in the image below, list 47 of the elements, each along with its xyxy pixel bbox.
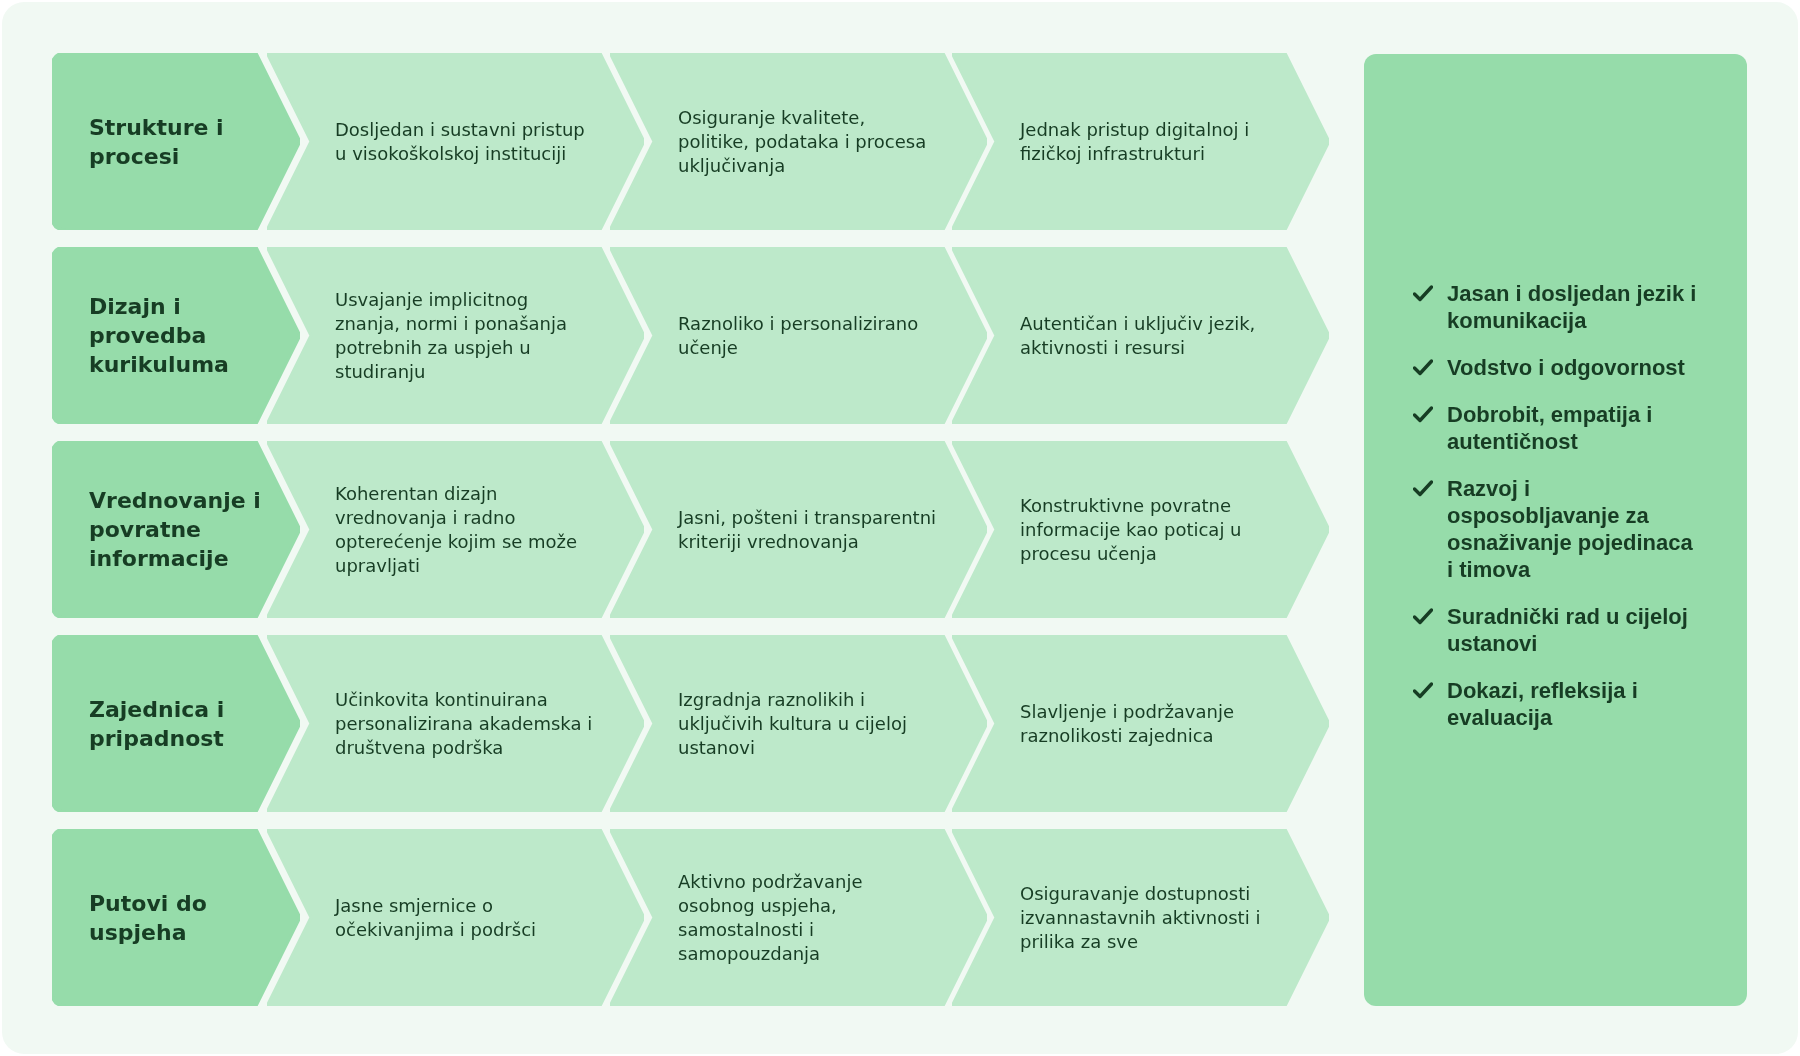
category-step [52,441,300,618]
category-step [52,829,300,1006]
category-title: Vrednovanje i povratne informacije [89,487,262,573]
process-step [952,247,1329,424]
category-title: Strukture i procesi [89,113,225,171]
step-text: Koherentan dizajn vrednovanja i radno opterećenje kojim se može upravljati [335,481,579,578]
checklist-item: Vodstvo i odgovornost [1447,353,1686,381]
process-step [610,829,987,1006]
category-step [52,53,300,230]
checklist-item: Razvoj i osposobljavanje za osnaživanje pojedinaca i timova [1447,474,1694,583]
category-title: Putovi do uspjeha [89,889,208,947]
step-text: Jasne smjernice o očekivanjima i podršci [335,893,538,942]
process-step [610,441,987,618]
process-step [952,829,1329,1006]
step-text: Slavljenje i podržavanje raznolikosti zajednica [1020,699,1236,748]
summary-panel [1364,54,1747,1006]
step-text: Učinkovita kontinuirana personalizirana akademska i društvena podrška [335,687,594,760]
process-step [267,635,644,812]
step-text: Osiguranje kvalitete, politike, podataka i procesa uključivanja [678,105,928,178]
step-text: Osiguravanje dostupnosti izvannastavnih aktivnosti i prilika za sve [1020,881,1262,954]
step-text: Jednak pristup digitalnoj i fizičkoj infrastrukturi [1020,117,1251,166]
category-step [52,247,300,424]
category-title: Dizajn i provedba kurikuluma [89,293,230,379]
checklist-item: Jasan i dosljedan jezik i komunikacija [1447,279,1697,334]
step-text: Dosljedan i sustavni pristup u visokoškolskoj instituciji [335,117,586,166]
step-text: Autentičan i uključiv jezik, aktivnosti i resursi [1020,311,1257,360]
process-step [952,635,1329,812]
step-text: Jasni, pošteni i transparentni kriteriji vrednovanja [678,505,938,554]
process-step [952,441,1329,618]
process-step [610,247,987,424]
step-text: Usvajanje implicitnog znanja, normi i ponašanja potrebnih za uspjeh u studiranju [335,287,568,384]
category-step [52,635,300,812]
process-step [610,53,987,230]
process-step [952,53,1329,230]
checklist-item: Dokazi, refleksija i evaluacija [1447,676,1639,731]
checklist-item: Dobrobit, empatija i autentičnost [1447,400,1654,455]
process-step [267,829,644,1006]
process-step [267,53,644,230]
process-step [610,635,987,812]
step-text: Raznoliko i personalizirano učenje [678,311,920,360]
category-title: Zajednica i pripadnost [89,695,226,753]
checklist-item: Suradnički rad u cijeloj ustanovi [1447,602,1689,657]
step-text: Konstruktivne povratne informacije kao poticaj u procesu učenja [1020,493,1243,566]
process-step [267,441,644,618]
step-text: Aktivno podržavanje osobnog uspjeha, samostalnosti i samopouzdanja [678,869,864,966]
process-step [267,247,644,424]
step-text: Izgradnja raznolikih i uključivih kultura u cijeloj ustanovi [678,687,908,760]
